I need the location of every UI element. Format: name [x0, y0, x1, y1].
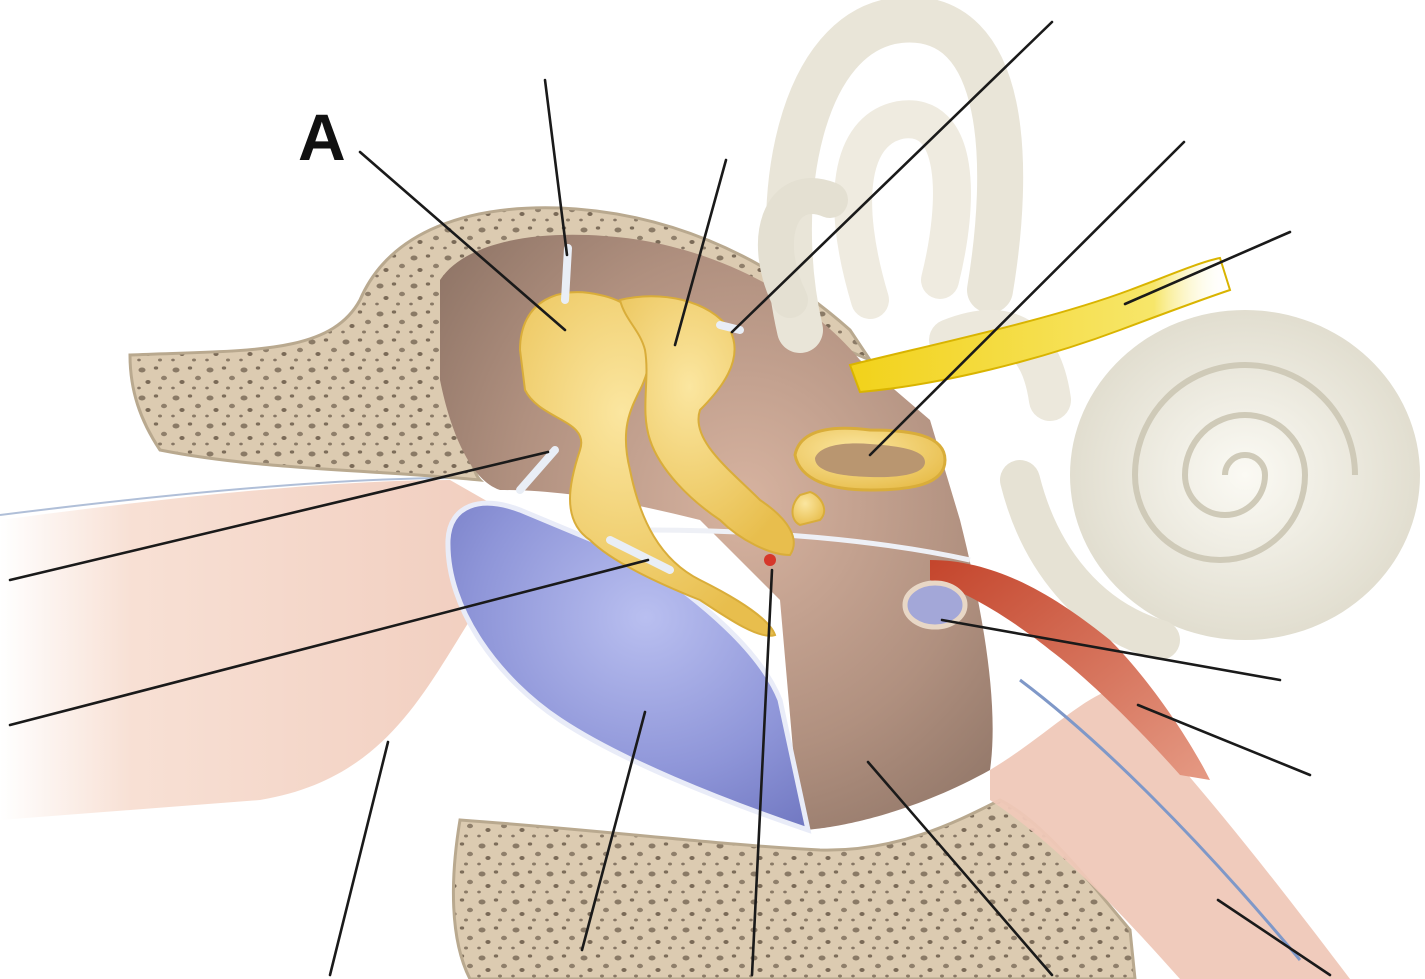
label-a: A: [298, 100, 346, 174]
blood-vessel-dot: [764, 554, 776, 566]
round-window: [905, 583, 965, 627]
